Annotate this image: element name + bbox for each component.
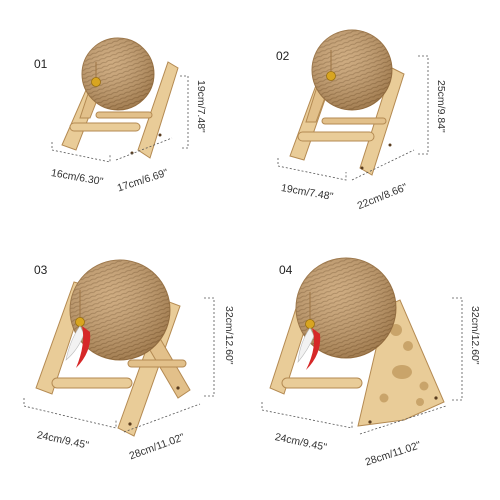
dim-02-height-line (418, 55, 429, 155)
product-02-height-label: 25cm/9.84" (435, 80, 447, 133)
product-04-index: 04 (279, 263, 293, 277)
dim-04-width-line (359, 405, 447, 435)
product-04-scratcher (269, 257, 445, 427)
product-01-height-label: 19cm/7.48" (195, 80, 207, 133)
dim-01-depth-line (51, 142, 111, 163)
product-01-scratcher (61, 37, 179, 159)
dim-03-height-line (204, 297, 215, 397)
product-03-height-label: 32cm/12.60" (223, 306, 235, 365)
product-04-rope-ball (295, 257, 397, 359)
product-02-scratcher (289, 29, 405, 176)
product-02-index: 02 (276, 49, 290, 63)
dim-02-width-line (351, 149, 415, 181)
product-01-index: 01 (34, 57, 48, 71)
dim-02-depth-line (277, 158, 347, 181)
product-02-rope-ball (311, 29, 393, 111)
product-03-rope-ball (69, 259, 171, 361)
dim-01-height-line (180, 75, 189, 149)
product-03-bell-feather (65, 290, 91, 368)
product-04-height-label: 32cm/12.60" (469, 306, 481, 365)
product-01-rope-ball (81, 37, 155, 111)
product-02-bell (326, 50, 336, 81)
product-01-bell (91, 62, 101, 87)
product-04-bell-feather (297, 292, 321, 370)
dimension-lines (23, 55, 463, 435)
dim-04-height-line (452, 297, 463, 401)
product-03-scratcher (35, 259, 191, 437)
product-03-index: 03 (34, 263, 48, 277)
dim-03-depth-line (23, 398, 117, 429)
dim-03-width-line (123, 403, 201, 433)
dim-04-depth-line (261, 402, 353, 429)
